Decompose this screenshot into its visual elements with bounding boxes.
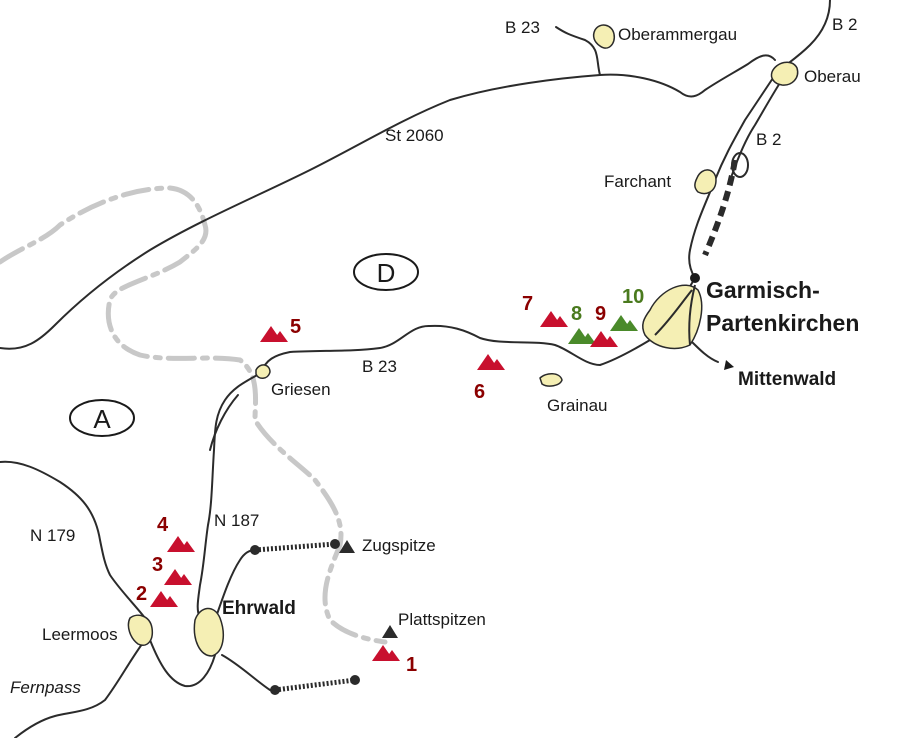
mountain-marker-icon bbox=[384, 650, 400, 661]
place-label-ehrwald: Ehrwald bbox=[222, 598, 296, 619]
cable-car-zugspitze bbox=[250, 539, 340, 555]
road-fernpass bbox=[14, 639, 146, 738]
mittenwald-arrow-icon bbox=[724, 360, 734, 370]
road-b23-north bbox=[555, 26, 601, 76]
place-label-leermoos: Leermoos bbox=[42, 625, 118, 644]
place-label-garmisch-1: Garmisch- bbox=[706, 277, 820, 303]
towns bbox=[127, 24, 799, 657]
marker-label: 6 bbox=[474, 381, 485, 403]
marker-label: 8 bbox=[571, 303, 582, 325]
marker-6: 6 bbox=[474, 354, 505, 403]
marker-3: 3 bbox=[152, 554, 192, 585]
marker-4: 4 bbox=[157, 514, 195, 552]
marker-label: 9 bbox=[595, 303, 606, 325]
marker-label: 10 bbox=[622, 286, 644, 308]
marker-10: 10 bbox=[610, 286, 644, 331]
road-label-n187: N 187 bbox=[214, 511, 259, 530]
town-grainau bbox=[539, 373, 563, 387]
mountain-marker-icon bbox=[552, 316, 568, 327]
marker-5: 5 bbox=[260, 316, 301, 342]
road-b2-north bbox=[688, 0, 831, 279]
mountain-marker-icon bbox=[489, 359, 505, 370]
mountain-marker-icon bbox=[272, 331, 288, 342]
road-label-n179: N 179 bbox=[30, 526, 75, 545]
marker-7: 7 bbox=[522, 293, 568, 327]
peak-plattspitzen-icon bbox=[382, 625, 398, 638]
mountain-marker-icon bbox=[602, 336, 618, 347]
town-oberammergau bbox=[592, 24, 616, 49]
place-label-farchant: Farchant bbox=[604, 172, 671, 191]
mountain-marker-icon bbox=[176, 574, 192, 585]
road-ehrwald-south bbox=[221, 654, 271, 691]
road-to-mittenwald bbox=[689, 339, 719, 363]
mountain-marker-icon bbox=[179, 541, 195, 552]
town-farchant bbox=[694, 169, 717, 195]
place-label-grainau: Grainau bbox=[547, 396, 607, 415]
garmisch-junction bbox=[690, 273, 700, 283]
town-oberau bbox=[770, 61, 799, 86]
marker-8: 8 bbox=[568, 303, 596, 344]
road-griesen-link bbox=[209, 394, 239, 451]
place-label-oberammergau: Oberammergau bbox=[618, 25, 737, 44]
town-leermoos bbox=[127, 614, 154, 646]
place-label-mittenwald: Mittenwald bbox=[738, 369, 836, 390]
road-label-st2060: St 2060 bbox=[385, 126, 444, 145]
road-b23-west bbox=[196, 277, 696, 619]
marker-label: 2 bbox=[136, 583, 147, 605]
country-a: A bbox=[69, 399, 135, 437]
peak-zugspitze-icon bbox=[339, 540, 355, 553]
mountain-marker-icon bbox=[622, 320, 638, 331]
road-label-b23-west: B 23 bbox=[362, 357, 397, 376]
cable-car-south bbox=[270, 675, 360, 695]
place-label-fernpass: Fernpass bbox=[10, 678, 81, 697]
marker-label: 4 bbox=[157, 514, 169, 536]
mountain-marker-icon bbox=[580, 333, 596, 344]
road-st2060 bbox=[0, 54, 776, 350]
road-label-b23-north: B 23 bbox=[505, 18, 540, 37]
marker-label: 1 bbox=[406, 654, 417, 676]
place-label-garmisch-2: Partenkirchen bbox=[706, 310, 859, 336]
marker-label: 7 bbox=[522, 293, 533, 315]
road-n179 bbox=[0, 460, 146, 619]
marker-label: 3 bbox=[152, 554, 163, 576]
town-griesen bbox=[255, 364, 271, 379]
place-label-griesen: Griesen bbox=[271, 380, 331, 399]
peak-label-zugspitze: Zugspitze bbox=[362, 536, 436, 555]
motorway-b2 bbox=[702, 152, 749, 257]
country-label-a: A bbox=[93, 404, 111, 434]
country-d: D bbox=[353, 253, 419, 291]
peak-label-plattspitzen: Plattspitzen bbox=[398, 610, 486, 629]
road-b2-parallel bbox=[731, 74, 786, 176]
marker-2: 2 bbox=[136, 583, 178, 607]
road-label-b2-top: B 2 bbox=[832, 15, 858, 34]
road-leermoos-ehrwald bbox=[149, 639, 216, 688]
border-line bbox=[0, 185, 388, 645]
marker-1: 1 bbox=[372, 645, 417, 676]
marker-label: 5 bbox=[290, 316, 301, 338]
town-ehrwald bbox=[193, 607, 225, 657]
marker-9: 9 bbox=[590, 303, 618, 347]
place-label-oberau: Oberau bbox=[804, 67, 861, 86]
country-label-d: D bbox=[377, 258, 396, 288]
mountain-marker-icon bbox=[162, 596, 178, 607]
road-label-b2-mid: B 2 bbox=[756, 130, 782, 149]
